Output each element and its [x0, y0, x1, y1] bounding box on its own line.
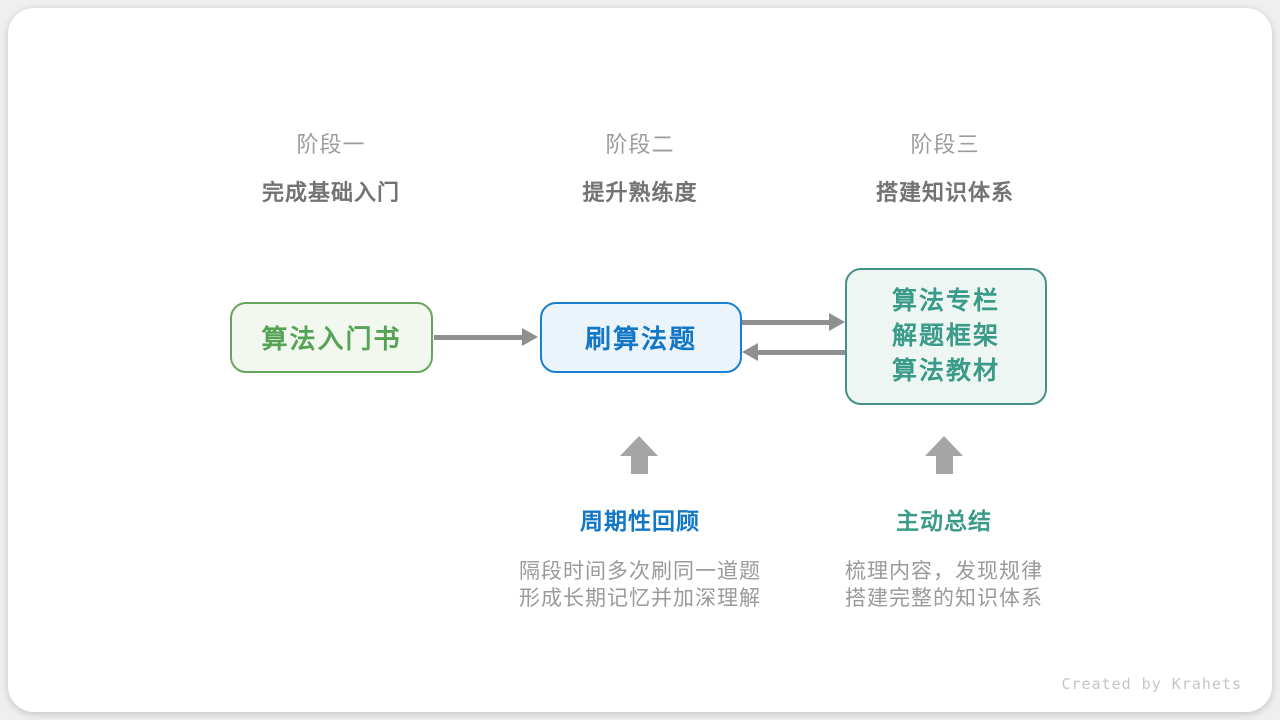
- stage-3-subtitle: 搭建知识体系: [875, 180, 1014, 205]
- arrow-head: [522, 328, 538, 346]
- stage-1-subtitle: 完成基础入门: [261, 180, 400, 205]
- node-practice-problems: 刷算法题: [540, 302, 742, 373]
- desc-line: 形成长期记忆并加深理解: [519, 587, 761, 610]
- arrow-shaft: [756, 349, 845, 355]
- stage-1-label: 阶段一: [296, 132, 366, 157]
- desc-line: 隔段时间多次刷同一道题: [519, 560, 761, 583]
- arrow-head: [829, 313, 845, 331]
- up-arrow-head: [620, 436, 658, 456]
- node-knowledge-line-2: 解题框架: [891, 322, 1000, 350]
- stage-3-label: 阶段三: [910, 132, 980, 157]
- arrow-head: [742, 343, 758, 361]
- stage-header-3: 阶段三 搭建知识体系: [795, 131, 1095, 207]
- annotation-active-summary: 主动总结 梳理内容，发现规律 搭建完整的知识体系: [784, 506, 1104, 612]
- arrow-shaft: [742, 319, 831, 325]
- up-arrow-stem: [630, 456, 648, 474]
- stage-2-subtitle: 提升熟练度: [582, 180, 698, 205]
- node-knowledge-line-1: 算法专栏: [891, 287, 1000, 315]
- credit-text: Created by Krahets: [1061, 675, 1242, 693]
- diagram-card: 阶段一 完成基础入门 阶段二 提升熟练度 阶段三 搭建知识体系 算法入门书 刷算…: [8, 8, 1272, 712]
- arrow-right-icon: [434, 327, 538, 347]
- desc-line: 梳理内容，发现规律: [845, 560, 1043, 583]
- annotation-active-summary-desc: 梳理内容，发现规律 搭建完整的知识体系: [784, 558, 1104, 612]
- annotation-active-summary-title: 主动总结: [896, 508, 992, 534]
- node-knowledge-line-3: 算法教材: [891, 357, 1000, 385]
- up-arrow-icon: [925, 436, 963, 474]
- arrow-left-icon: [742, 342, 845, 362]
- stage-2-label: 阶段二: [605, 132, 675, 157]
- node-practice-problems-label: 刷算法题: [584, 324, 697, 354]
- node-intro-book: 算法入门书: [230, 302, 433, 373]
- node-knowledge-sources: 算法专栏 解题框架 算法教材: [845, 268, 1047, 405]
- annotation-periodic-review-desc: 隔段时间多次刷同一道题 形成长期记忆并加深理解: [480, 558, 800, 612]
- annotation-periodic-review: 周期性回顾 隔段时间多次刷同一道题 形成长期记忆并加深理解: [480, 506, 800, 612]
- up-arrow-stem: [935, 456, 953, 474]
- node-intro-book-label: 算法入门书: [261, 324, 402, 354]
- annotation-periodic-review-title: 周期性回顾: [580, 508, 700, 534]
- arrow-right-icon: [742, 312, 845, 332]
- stage-header-2: 阶段二 提升熟练度: [490, 131, 790, 207]
- desc-line: 搭建完整的知识体系: [845, 587, 1043, 610]
- arrow-shaft: [434, 334, 524, 340]
- up-arrow-head: [925, 436, 963, 456]
- stage-header-1: 阶段一 完成基础入门: [181, 131, 481, 207]
- up-arrow-icon: [620, 436, 658, 474]
